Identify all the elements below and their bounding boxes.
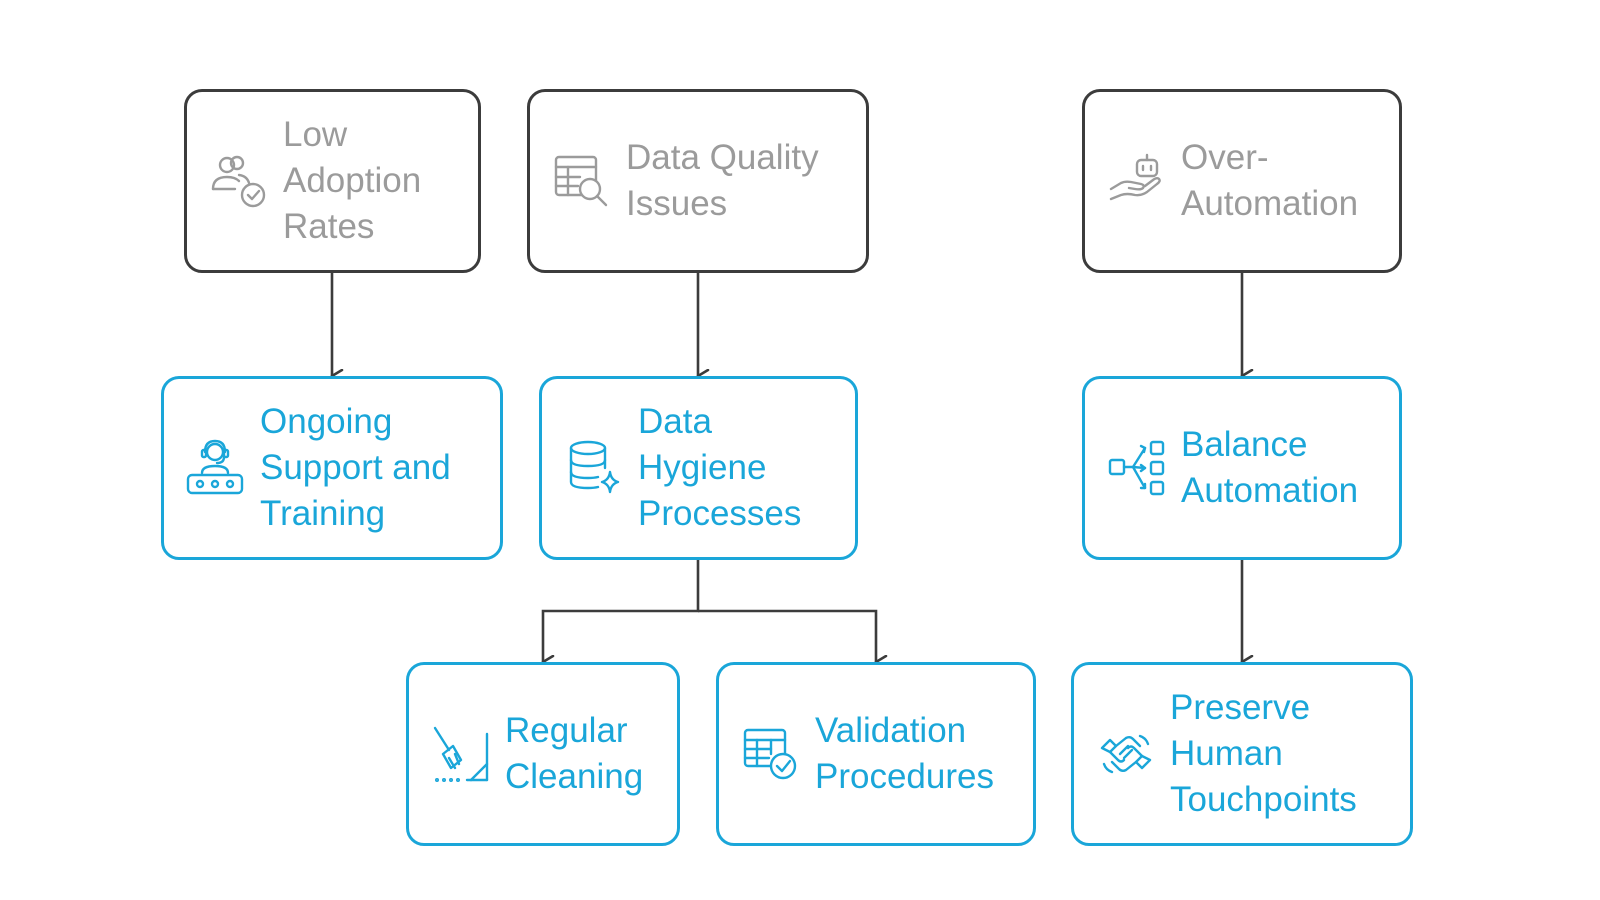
node-preserve-human-touchpoints: Preserve Human Touchpoints [1071, 662, 1413, 846]
node-low-adoption-rates: Low Adoption Rates [184, 89, 481, 273]
node-label: Data Hygiene Processes [638, 402, 802, 533]
node-label: Low Adoption Rates [283, 115, 422, 246]
node-validation-procedures: Validation Procedures [716, 662, 1036, 846]
node-balance-automation: Balance Automation [1082, 376, 1402, 560]
handshake-icon [1096, 724, 1156, 784]
table-search-icon [552, 151, 612, 211]
node-ongoing-support-training: Ongoing Support and Training [161, 376, 503, 560]
arrow-hygiene-to-cleaning [541, 560, 700, 662]
node-label: Regular Cleaning [505, 711, 644, 796]
database-sparkle-icon [564, 438, 624, 498]
flow-split-icon [1107, 438, 1167, 498]
broom-icon [431, 724, 491, 784]
support-agent-icon [184, 437, 246, 499]
node-label: Over- Automation [1181, 138, 1359, 223]
node-label: Data Quality Issues [626, 138, 819, 223]
node-regular-cleaning: Regular Cleaning [406, 662, 680, 846]
arrow-hygiene-to-validation [698, 609, 876, 662]
node-label: Validation Procedures [815, 711, 994, 796]
table-check-icon [741, 724, 801, 784]
node-data-quality-issues: Data Quality Issues [527, 89, 869, 273]
node-data-hygiene-processes: Data Hygiene Processes [539, 376, 858, 560]
node-over-automation: Over- Automation [1082, 89, 1402, 273]
node-label: Ongoing Support and Training [260, 402, 451, 533]
robot-hand-icon [1107, 151, 1167, 211]
node-label: Preserve Human Touchpoints [1170, 688, 1357, 819]
users-check-icon [209, 151, 269, 211]
node-label: Balance Automation [1181, 425, 1359, 510]
